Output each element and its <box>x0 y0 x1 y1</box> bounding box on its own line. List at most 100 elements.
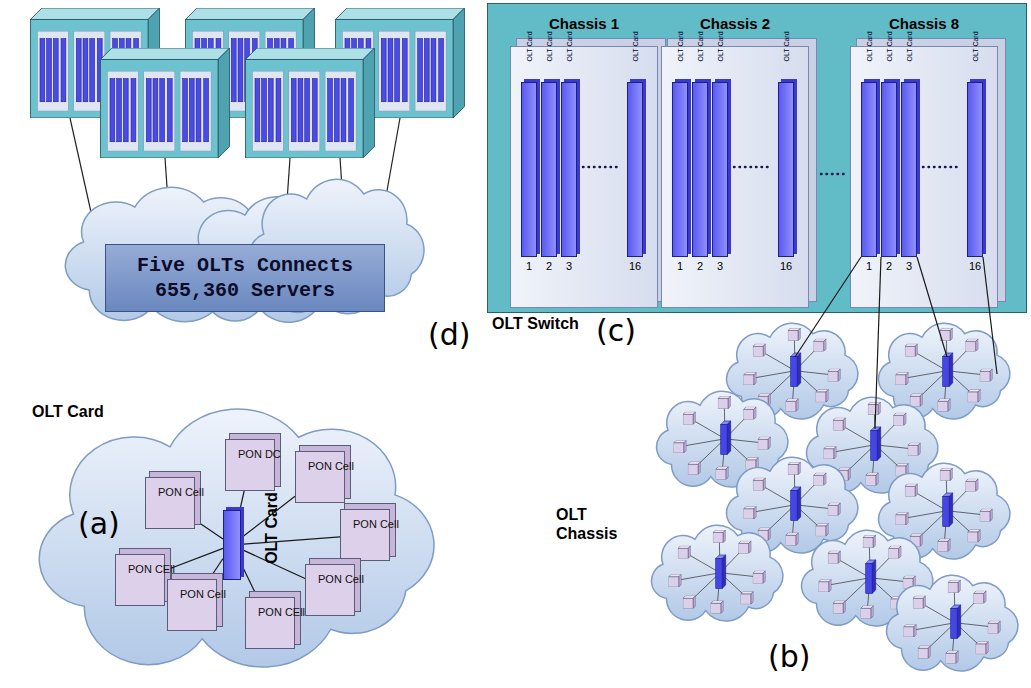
panel-letter: (d) <box>428 318 470 351</box>
fiber-wire <box>875 257 881 429</box>
olt-switch-icon <box>335 8 464 118</box>
olt-switch-icon <box>245 48 374 158</box>
cell-label: PON CEll <box>258 606 305 619</box>
connector-line <box>240 491 244 510</box>
pon-cluster <box>879 463 1010 559</box>
slot-number: 3 <box>717 260 723 272</box>
connector-line <box>241 537 340 544</box>
fiber-wire <box>917 257 947 357</box>
olt-card: OLT Card2 <box>541 82 557 257</box>
ellipsis-dots <box>923 166 961 169</box>
cloud-outline <box>39 409 434 667</box>
card-label: OLT Card <box>632 48 639 62</box>
ellipsis-dots <box>734 166 772 169</box>
pon-cell-box: PON Cell <box>295 451 345 503</box>
fiber-wire <box>795 257 861 357</box>
pon-cluster <box>887 575 1018 671</box>
pon-cluster <box>879 323 1010 419</box>
slot-number: 16 <box>629 260 641 272</box>
cell-label: PON Cell <box>158 486 204 499</box>
pon-cloud: OLT Card(a)OLT CardPON DCPON CellPON Cel… <box>20 395 470 683</box>
panel-heading: OLT Chassis <box>556 505 628 543</box>
pon-cluster <box>807 397 938 493</box>
olt-links-d <box>70 118 400 230</box>
cell-label: PON Cell <box>180 588 226 601</box>
pon-cluster <box>652 525 783 621</box>
card-label: OLT Card <box>697 48 704 62</box>
cell-label: PON CEll <box>128 563 175 576</box>
slot-number: 3 <box>906 260 912 272</box>
cell-label: PON Cell <box>308 460 354 473</box>
olt-card: OLT Card3 <box>561 82 577 257</box>
card-label: OLT Card <box>526 48 533 62</box>
pon-cluster <box>727 323 858 419</box>
switch-heading: OLT Switch <box>492 315 579 333</box>
cell-label: PON DC <box>238 448 281 461</box>
ellipsis-dots <box>821 173 845 176</box>
card-label: OLT Card <box>866 48 873 62</box>
chassis-heading: Chassis 8 <box>851 15 997 32</box>
olt-switch-icon <box>30 8 159 118</box>
olt-chassis: Chassis 8OLT Card1OLT Card2OLT Card3OLT … <box>850 46 998 308</box>
olt-card: OLT Card1 <box>861 82 877 257</box>
olt-chassis: Chassis 2OLT Card1OLT Card2OLT Card3OLT … <box>661 46 809 308</box>
slot-number: 1 <box>866 260 872 272</box>
cloud-heading: OLT Card <box>32 403 104 421</box>
card-label: OLT Card <box>886 48 893 62</box>
olt-card: OLT Card2 <box>881 82 897 257</box>
connector-line <box>209 559 223 580</box>
chassis-heading: Chassis 2 <box>662 15 808 32</box>
card-label: OLT Card <box>546 48 553 62</box>
olt-card: OLT Card16 <box>778 82 794 257</box>
slot-number: 1 <box>677 260 683 272</box>
card-label: OLT Card <box>566 48 573 62</box>
slot-number: 3 <box>566 260 572 272</box>
card-label: OLT Card <box>717 48 724 62</box>
slot-number: 16 <box>969 260 981 272</box>
fiber-wire <box>983 257 997 374</box>
olt-switch-icon <box>185 8 314 118</box>
olt-chassis: Chassis 1OLT Card1OLT Card2OLT Card3OLT … <box>510 46 658 308</box>
slot-number: 2 <box>886 260 892 272</box>
connector-line <box>241 549 305 578</box>
olt-card: OLT Card16 <box>627 82 643 257</box>
olt-card: OLT Card1 <box>521 82 537 257</box>
chassis-heading: Chassis 1 <box>511 15 657 32</box>
callout-text: Five OLTs Connects 655,360 Servers <box>120 253 370 303</box>
slot-number: 2 <box>697 260 703 272</box>
olt-card: OLT Card16 <box>967 82 983 257</box>
pon-cluster <box>727 457 858 553</box>
slot-number: 2 <box>546 260 552 272</box>
pon-cell-box: PON Cell <box>340 509 390 561</box>
pon-cell-box: PON Cell <box>145 477 195 529</box>
pon-cell-box: PON DC <box>225 439 275 491</box>
panel-letter: (c) <box>596 314 636 347</box>
panel-letter: (b) <box>768 640 810 673</box>
olt-card: OLT Card3 <box>712 82 728 257</box>
olt-card: OLT Card3 <box>901 82 917 257</box>
card-label: OLT Card <box>972 48 979 62</box>
connector-line <box>241 496 295 538</box>
card-label: OLT Card <box>906 48 913 62</box>
olt-card: OLT Card2 <box>692 82 708 257</box>
cell-label: PON Cell <box>318 573 364 586</box>
olt-switch-box: OLT SwitchChassis 1OLT Card1OLT Card2OLT… <box>487 3 1027 313</box>
pon-cell-box: PON Cell <box>305 564 355 616</box>
connector-line <box>195 520 223 539</box>
pon-cluster <box>802 530 933 626</box>
card-label: OLT Card <box>783 48 790 62</box>
pon-cell-box: PON CEll <box>245 597 295 649</box>
pon-cell-box: PON Cell <box>167 579 217 631</box>
connector-line <box>241 563 257 597</box>
slot-number: 16 <box>780 260 792 272</box>
olt-card-blade: OLT Card <box>223 510 241 580</box>
callout-box: Five OLTs Connects 655,360 Servers <box>105 244 385 312</box>
cell-label: PON Cell <box>353 518 399 531</box>
pon-cluster <box>657 391 788 487</box>
panel-letter: (a) <box>78 507 120 540</box>
pon-cell-box: PON CEll <box>115 554 165 606</box>
slot-number: 1 <box>526 260 532 272</box>
olt-card: OLT Card1 <box>672 82 688 257</box>
olt-switch-icon <box>100 48 229 158</box>
